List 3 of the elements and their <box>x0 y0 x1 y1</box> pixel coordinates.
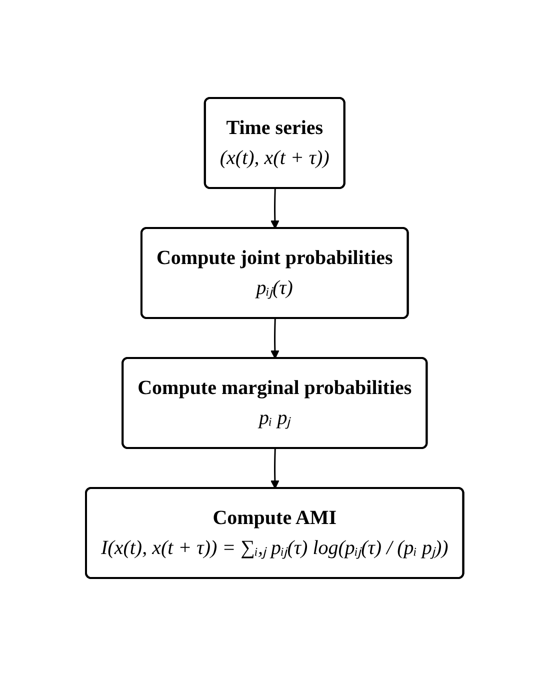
arrow <box>270 448 280 488</box>
arrow <box>270 188 280 228</box>
arrow <box>270 318 280 358</box>
